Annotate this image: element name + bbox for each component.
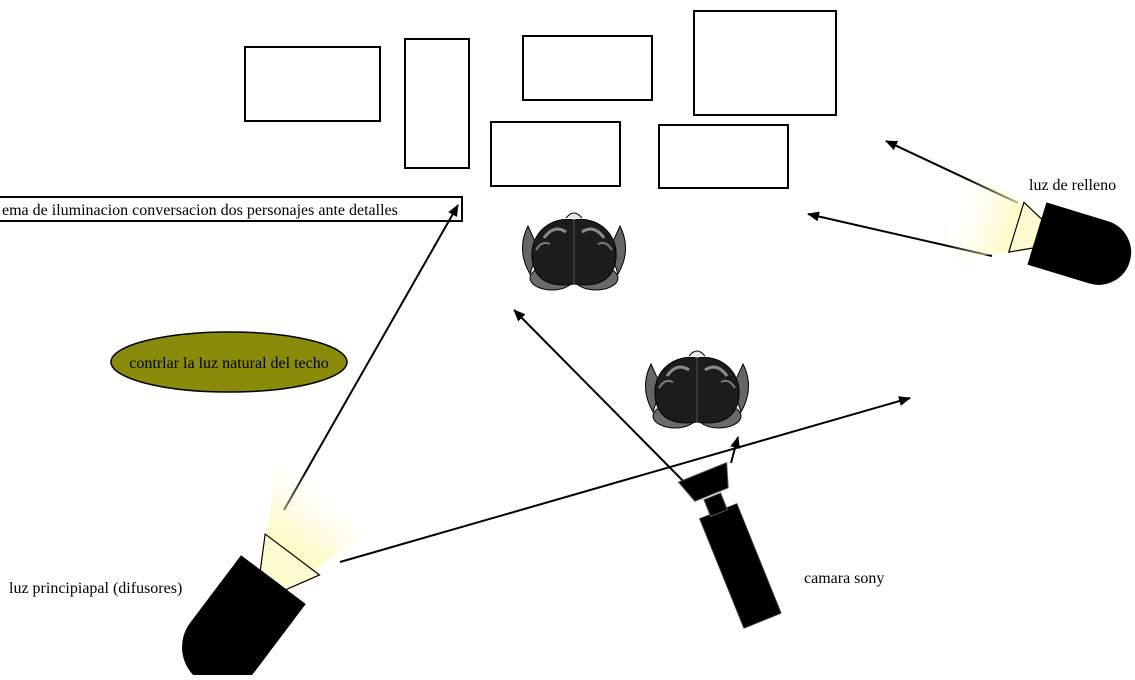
set-box: [490, 121, 621, 187]
set-box: [693, 10, 837, 116]
spotlight-icon: [182, 458, 380, 680]
person-head-icon: [520, 211, 628, 292]
set-box: [522, 35, 653, 101]
natural-light-note-text: contrlar la luz natural del techo: [129, 355, 328, 372]
set-box: [404, 38, 470, 169]
camera-view-arrow: [513, 309, 695, 493]
diagram-title: ema de iluminacion conversacion dos pers…: [2, 202, 398, 219]
key-light-label: luz principiapal (difusores): [9, 580, 182, 597]
person-head-icon: [643, 349, 751, 430]
spotlight-icon: [947, 166, 1132, 285]
camera-view-arrow: [730, 436, 740, 464]
camera-label: camara sony: [804, 570, 884, 587]
title-box: [0, 196, 463, 222]
key-light-arrow: [283, 204, 459, 511]
set-box: [658, 124, 789, 189]
camera-icon: [677, 461, 782, 629]
key-light-arrow: [339, 396, 911, 563]
set-box: [244, 46, 381, 122]
natural-light-note: [110, 331, 348, 393]
fill-light-label: luz de relleno: [1029, 177, 1116, 194]
